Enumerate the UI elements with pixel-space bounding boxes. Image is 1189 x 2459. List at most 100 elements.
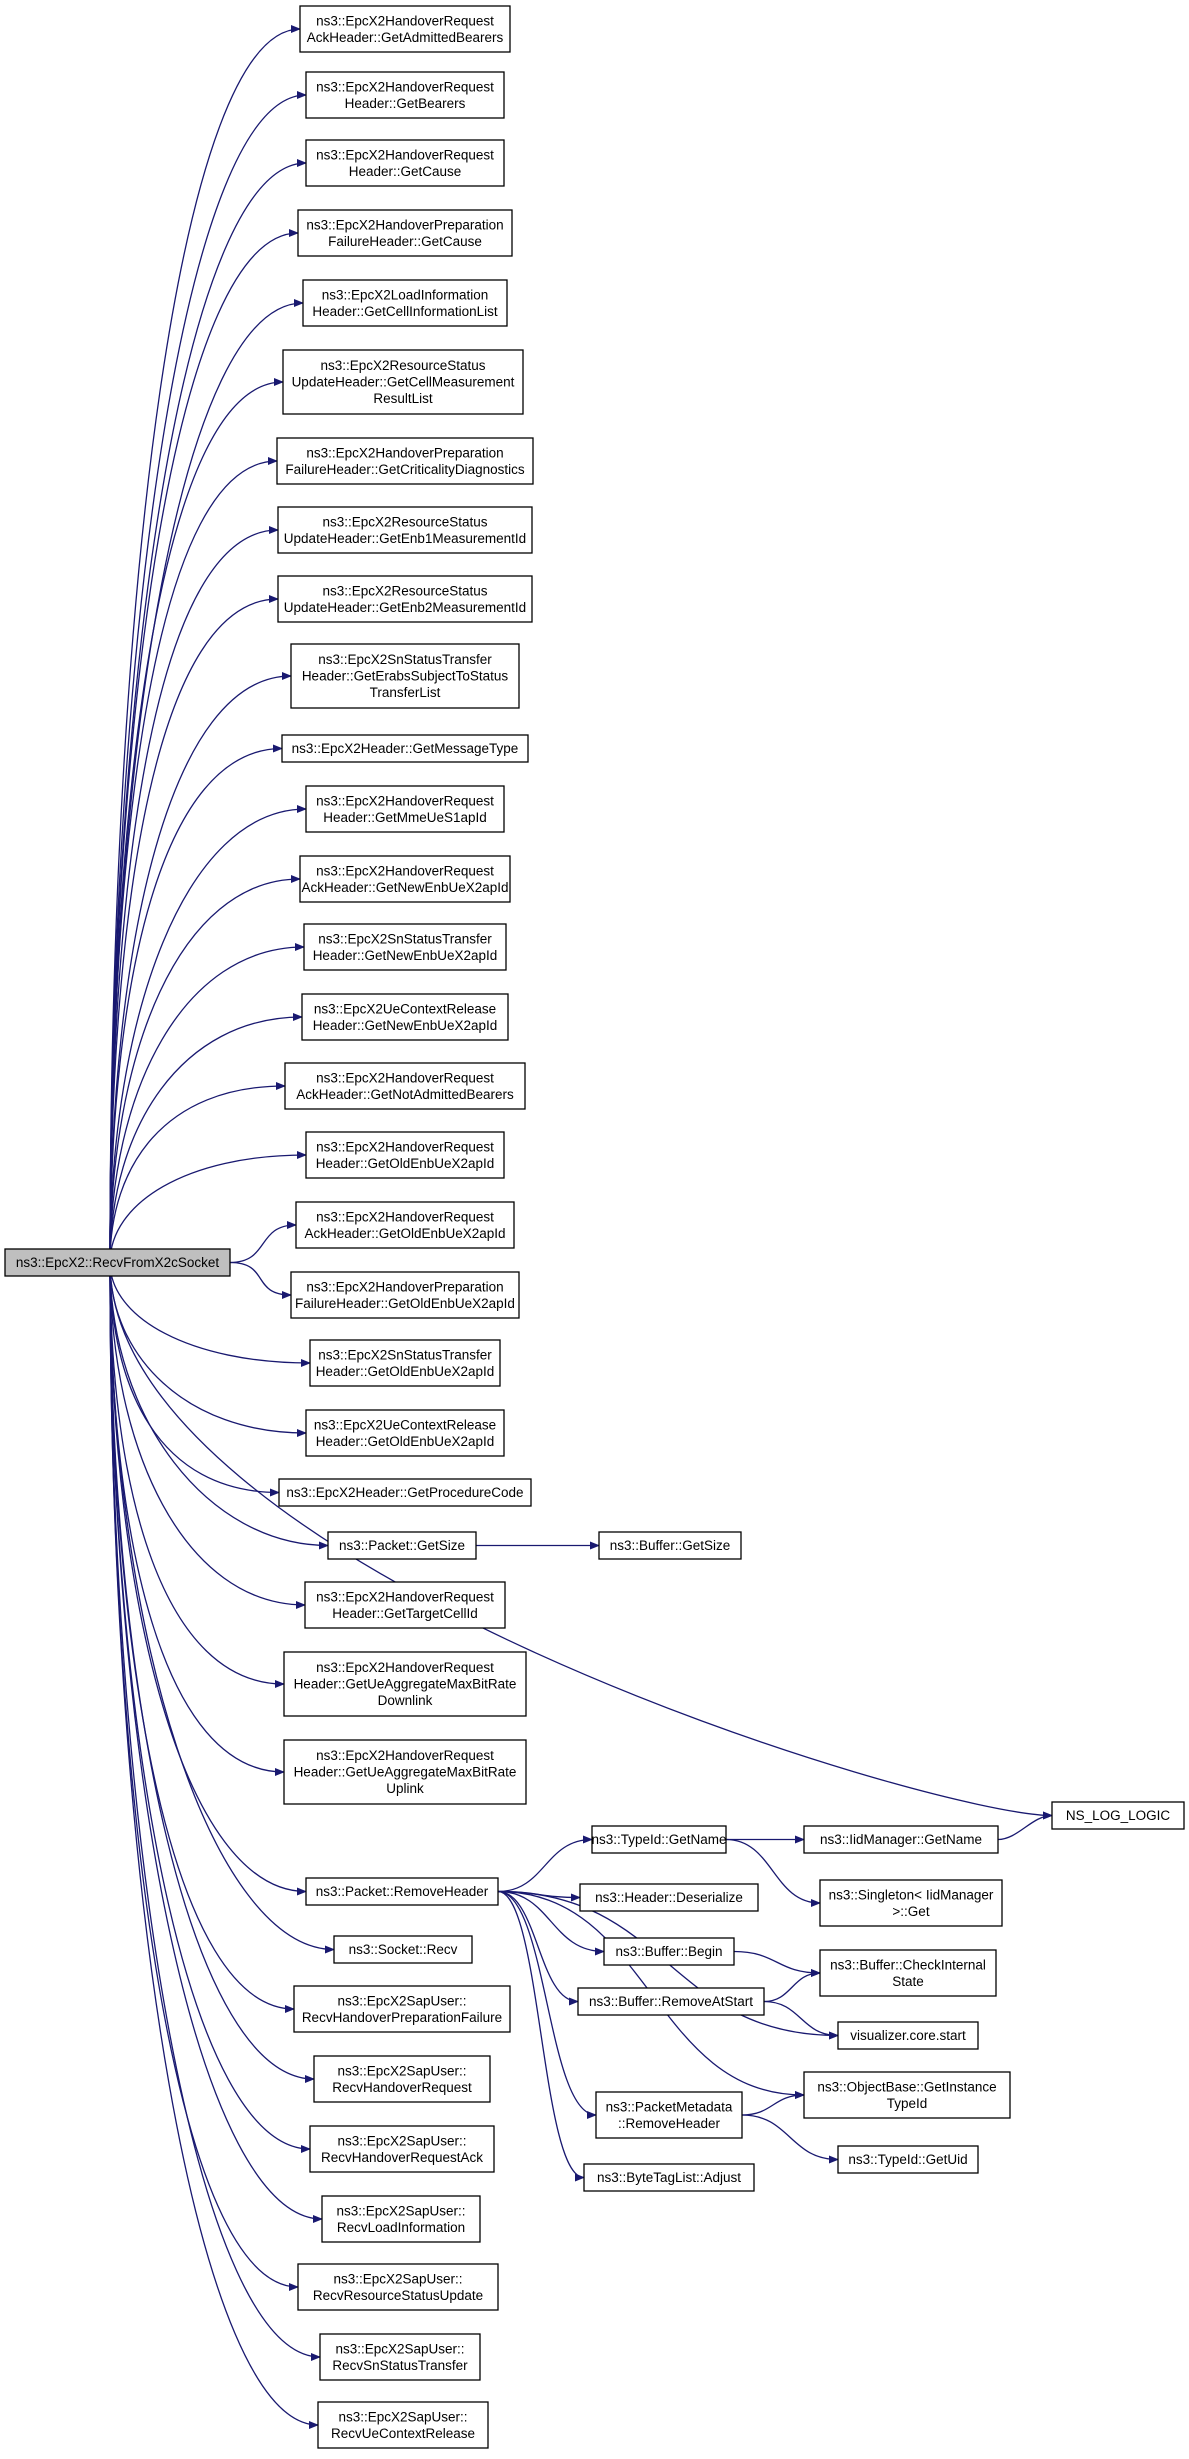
node-n13[interactable]: ns3::EpcX2HandoverRequestAckHeader::GetN… [299, 855, 511, 903]
edge-root-n12 [109, 805, 307, 1263]
node-label-line: ns3::Buffer::GetSize [610, 1538, 731, 1553]
node-n12[interactable]: ns3::EpcX2HandoverRequestHeader::GetMmeU… [305, 785, 505, 833]
node-label-line: ns3::EpcX2SapUser:: [337, 2063, 466, 2078]
node-label-line: ns3::EpcX2SapUser:: [336, 2203, 465, 2218]
node-n47[interactable]: ns3::EpcX2SapUser::RecvResourceStatusUpd… [297, 2263, 499, 2311]
node-n15[interactable]: ns3::EpcX2UeContextReleaseHeader::GetNew… [301, 993, 509, 1041]
edge-root-n15 [109, 1013, 303, 1263]
node-root[interactable]: ns3::EpcX2::RecvFromX2cSocket [4, 1248, 231, 1277]
node-label-line: ns3::EpcX2ResourceStatus [322, 583, 487, 598]
node-label-line: RecvHandoverRequest [332, 2080, 472, 2095]
node-n39[interactable]: ns3::PacketMetadata::RemoveHeader [595, 2091, 743, 2139]
node-n20[interactable]: ns3::EpcX2SnStatusTransferHeader::GetOld… [309, 1339, 501, 1387]
node-label-line: UpdateHeader::GetEnb2MeasurementId [284, 600, 526, 615]
node-n17[interactable]: ns3::EpcX2HandoverRequestHeader::GetOldE… [305, 1131, 505, 1179]
node-label-line: Header::GetTargetCellId [332, 1606, 478, 1621]
node-n2[interactable]: ns3::EpcX2HandoverRequestHeader::GetBear… [305, 71, 505, 119]
edge-root-n4 [109, 229, 299, 1263]
node-n6[interactable]: ns3::EpcX2ResourceStatusUpdateHeader::Ge… [282, 349, 524, 415]
node-box [305, 139, 505, 187]
node-n8[interactable]: ns3::EpcX2ResourceStatusUpdateHeader::Ge… [277, 506, 533, 554]
node-n1[interactable]: ns3::EpcX2HandoverRequestAckHeader::GetA… [299, 5, 511, 53]
node-label-line: Header::GetCause [349, 164, 462, 179]
node-n36[interactable]: ns3::Buffer::RemoveAtStart [577, 1987, 765, 2016]
node-n31[interactable]: ns3::IidManager::GetName [803, 1825, 999, 1854]
node-n9[interactable]: ns3::EpcX2ResourceStatusUpdateHeader::Ge… [277, 575, 533, 623]
node-n21[interactable]: ns3::EpcX2UeContextReleaseHeader::GetOld… [305, 1409, 505, 1457]
node-label-line: ns3::EpcX2ResourceStatus [320, 358, 485, 373]
node-label-line: Header::GetErabsSubjectToStatus [302, 669, 509, 684]
node-box [591, 1825, 727, 1854]
node-label-line: ns3::EpcX2HandoverRequest [316, 863, 494, 878]
edge-root-n43 [109, 1262, 295, 2013]
edge-n36-n37 [763, 2000, 839, 2040]
node-n32[interactable]: ns3::Singleton< IidManager>::Get [819, 1879, 1003, 1927]
node-n34[interactable]: ns3::Buffer::Begin [603, 1937, 735, 1966]
node-n22[interactable]: ns3::EpcX2Header::GetProcedureCode [278, 1478, 532, 1507]
node-n16[interactable]: ns3::EpcX2HandoverRequestAckHeader::GetN… [284, 1062, 526, 1110]
node-n33[interactable]: ns3::Header::Deserialize [579, 1883, 759, 1912]
node-label-line: visualizer.core.start [850, 2028, 966, 2043]
node-label-line: ns3::EpcX2UeContextRelease [314, 1417, 496, 1432]
node-n7[interactable]: ns3::EpcX2HandoverPreparationFailureHead… [276, 437, 534, 485]
node-box [4, 1248, 231, 1277]
node-box [281, 734, 529, 763]
edge-root-n25 [109, 1262, 306, 1609]
node-n11[interactable]: ns3::EpcX2Header::GetMessageType [281, 734, 529, 763]
node-label-line: ns3::EpcX2::RecvFromX2cSocket [16, 1255, 220, 1270]
node-n18[interactable]: ns3::EpcX2HandoverRequestAckHeader::GetO… [295, 1201, 515, 1249]
edge-root-n11 [109, 744, 283, 1263]
node-box [837, 2145, 979, 2174]
node-box [305, 785, 505, 833]
node-n46[interactable]: ns3::EpcX2SapUser::RecvLoadInformation [321, 2195, 481, 2243]
edge-n31-n28 [997, 1811, 1053, 1841]
edge-n29-n34 [497, 1890, 605, 1956]
node-label-line: ns3::EpcX2HandoverRequest [316, 1660, 494, 1675]
node-label-line: Header::GetUeAggregateMaxBitRate [294, 1677, 517, 1692]
node-label-line: FailureHeader::GetCause [328, 234, 482, 249]
node-label-line: RecvUeContextRelease [331, 2426, 475, 2441]
node-label-line: ns3::EpcX2LoadInformation [322, 287, 489, 302]
node-box [302, 279, 508, 327]
node-n26[interactable]: ns3::EpcX2HandoverRequestHeader::GetUeAg… [283, 1651, 527, 1717]
node-n29[interactable]: ns3::Packet::RemoveHeader [305, 1877, 499, 1906]
node-n45[interactable]: ns3::EpcX2SapUser::RecvHandoverRequestAc… [309, 2125, 495, 2173]
edge-root-n44 [109, 1262, 315, 2083]
node-n43[interactable]: ns3::EpcX2SapUser::RecvHandoverPreparati… [293, 1985, 511, 2033]
node-n3[interactable]: ns3::EpcX2HandoverRequestHeader::GetCaus… [305, 139, 505, 187]
node-label-line: ns3::EpcX2HandoverRequest [316, 1070, 494, 1085]
node-box [277, 506, 533, 554]
node-n44[interactable]: ns3::EpcX2SapUser::RecvHandoverRequest [313, 2055, 491, 2103]
edge-root-n19 [229, 1261, 292, 1299]
node-label-line: RecvHandoverPreparationFailure [302, 2010, 502, 2025]
node-n48[interactable]: ns3::EpcX2SapUser::RecvSnStatusTransfer [319, 2333, 481, 2381]
node-label-line: ns3::EpcX2SnStatusTransfer [318, 931, 492, 946]
node-n37[interactable]: visualizer.core.start [837, 2021, 979, 2050]
node-label-line: ns3::Buffer::Begin [615, 1944, 722, 1959]
node-n10[interactable]: ns3::EpcX2SnStatusTransferHeader::GetEra… [290, 643, 520, 709]
node-n42[interactable]: ns3::Socket::Recv [333, 1935, 473, 1964]
node-n24[interactable]: ns3::Buffer::GetSize [598, 1531, 742, 1560]
node-n25[interactable]: ns3::EpcX2HandoverRequestHeader::GetTarg… [304, 1581, 506, 1629]
edge-root-n17 [109, 1151, 307, 1263]
node-label-line: ns3::Singleton< IidManager [829, 1887, 994, 1902]
node-box [305, 71, 505, 119]
node-n19[interactable]: ns3::EpcX2HandoverPreparationFailureHead… [290, 1271, 520, 1319]
node-n49[interactable]: ns3::EpcX2SapUser::RecvUeContextRelease [317, 2401, 489, 2449]
edge-root-n27 [109, 1262, 285, 1776]
node-n4[interactable]: ns3::EpcX2HandoverPreparationFailureHead… [297, 209, 513, 257]
node-label-line: ns3::Buffer::RemoveAtStart [589, 1994, 753, 2009]
node-label-line: >::Get [892, 1904, 929, 1919]
node-label-line: TypeId [887, 2096, 928, 2111]
node-n14[interactable]: ns3::EpcX2SnStatusTransferHeader::GetNew… [303, 923, 507, 971]
node-n5[interactable]: ns3::EpcX2LoadInformationHeader::GetCell… [302, 279, 508, 327]
node-n23[interactable]: ns3::Packet::GetSize [327, 1531, 477, 1560]
node-label-line: ResultList [373, 391, 433, 406]
node-n28[interactable]: NS_LOG_LOGIC [1051, 1801, 1185, 1830]
node-n27[interactable]: ns3::EpcX2HandoverRequestHeader::GetUeAg… [283, 1739, 527, 1805]
node-n40[interactable]: ns3::TypeId::GetUid [837, 2145, 979, 2174]
node-n41[interactable]: ns3::ByteTagList::Adjust [583, 2163, 755, 2192]
node-n30[interactable]: ns3::TypeId::GetName [591, 1825, 727, 1854]
